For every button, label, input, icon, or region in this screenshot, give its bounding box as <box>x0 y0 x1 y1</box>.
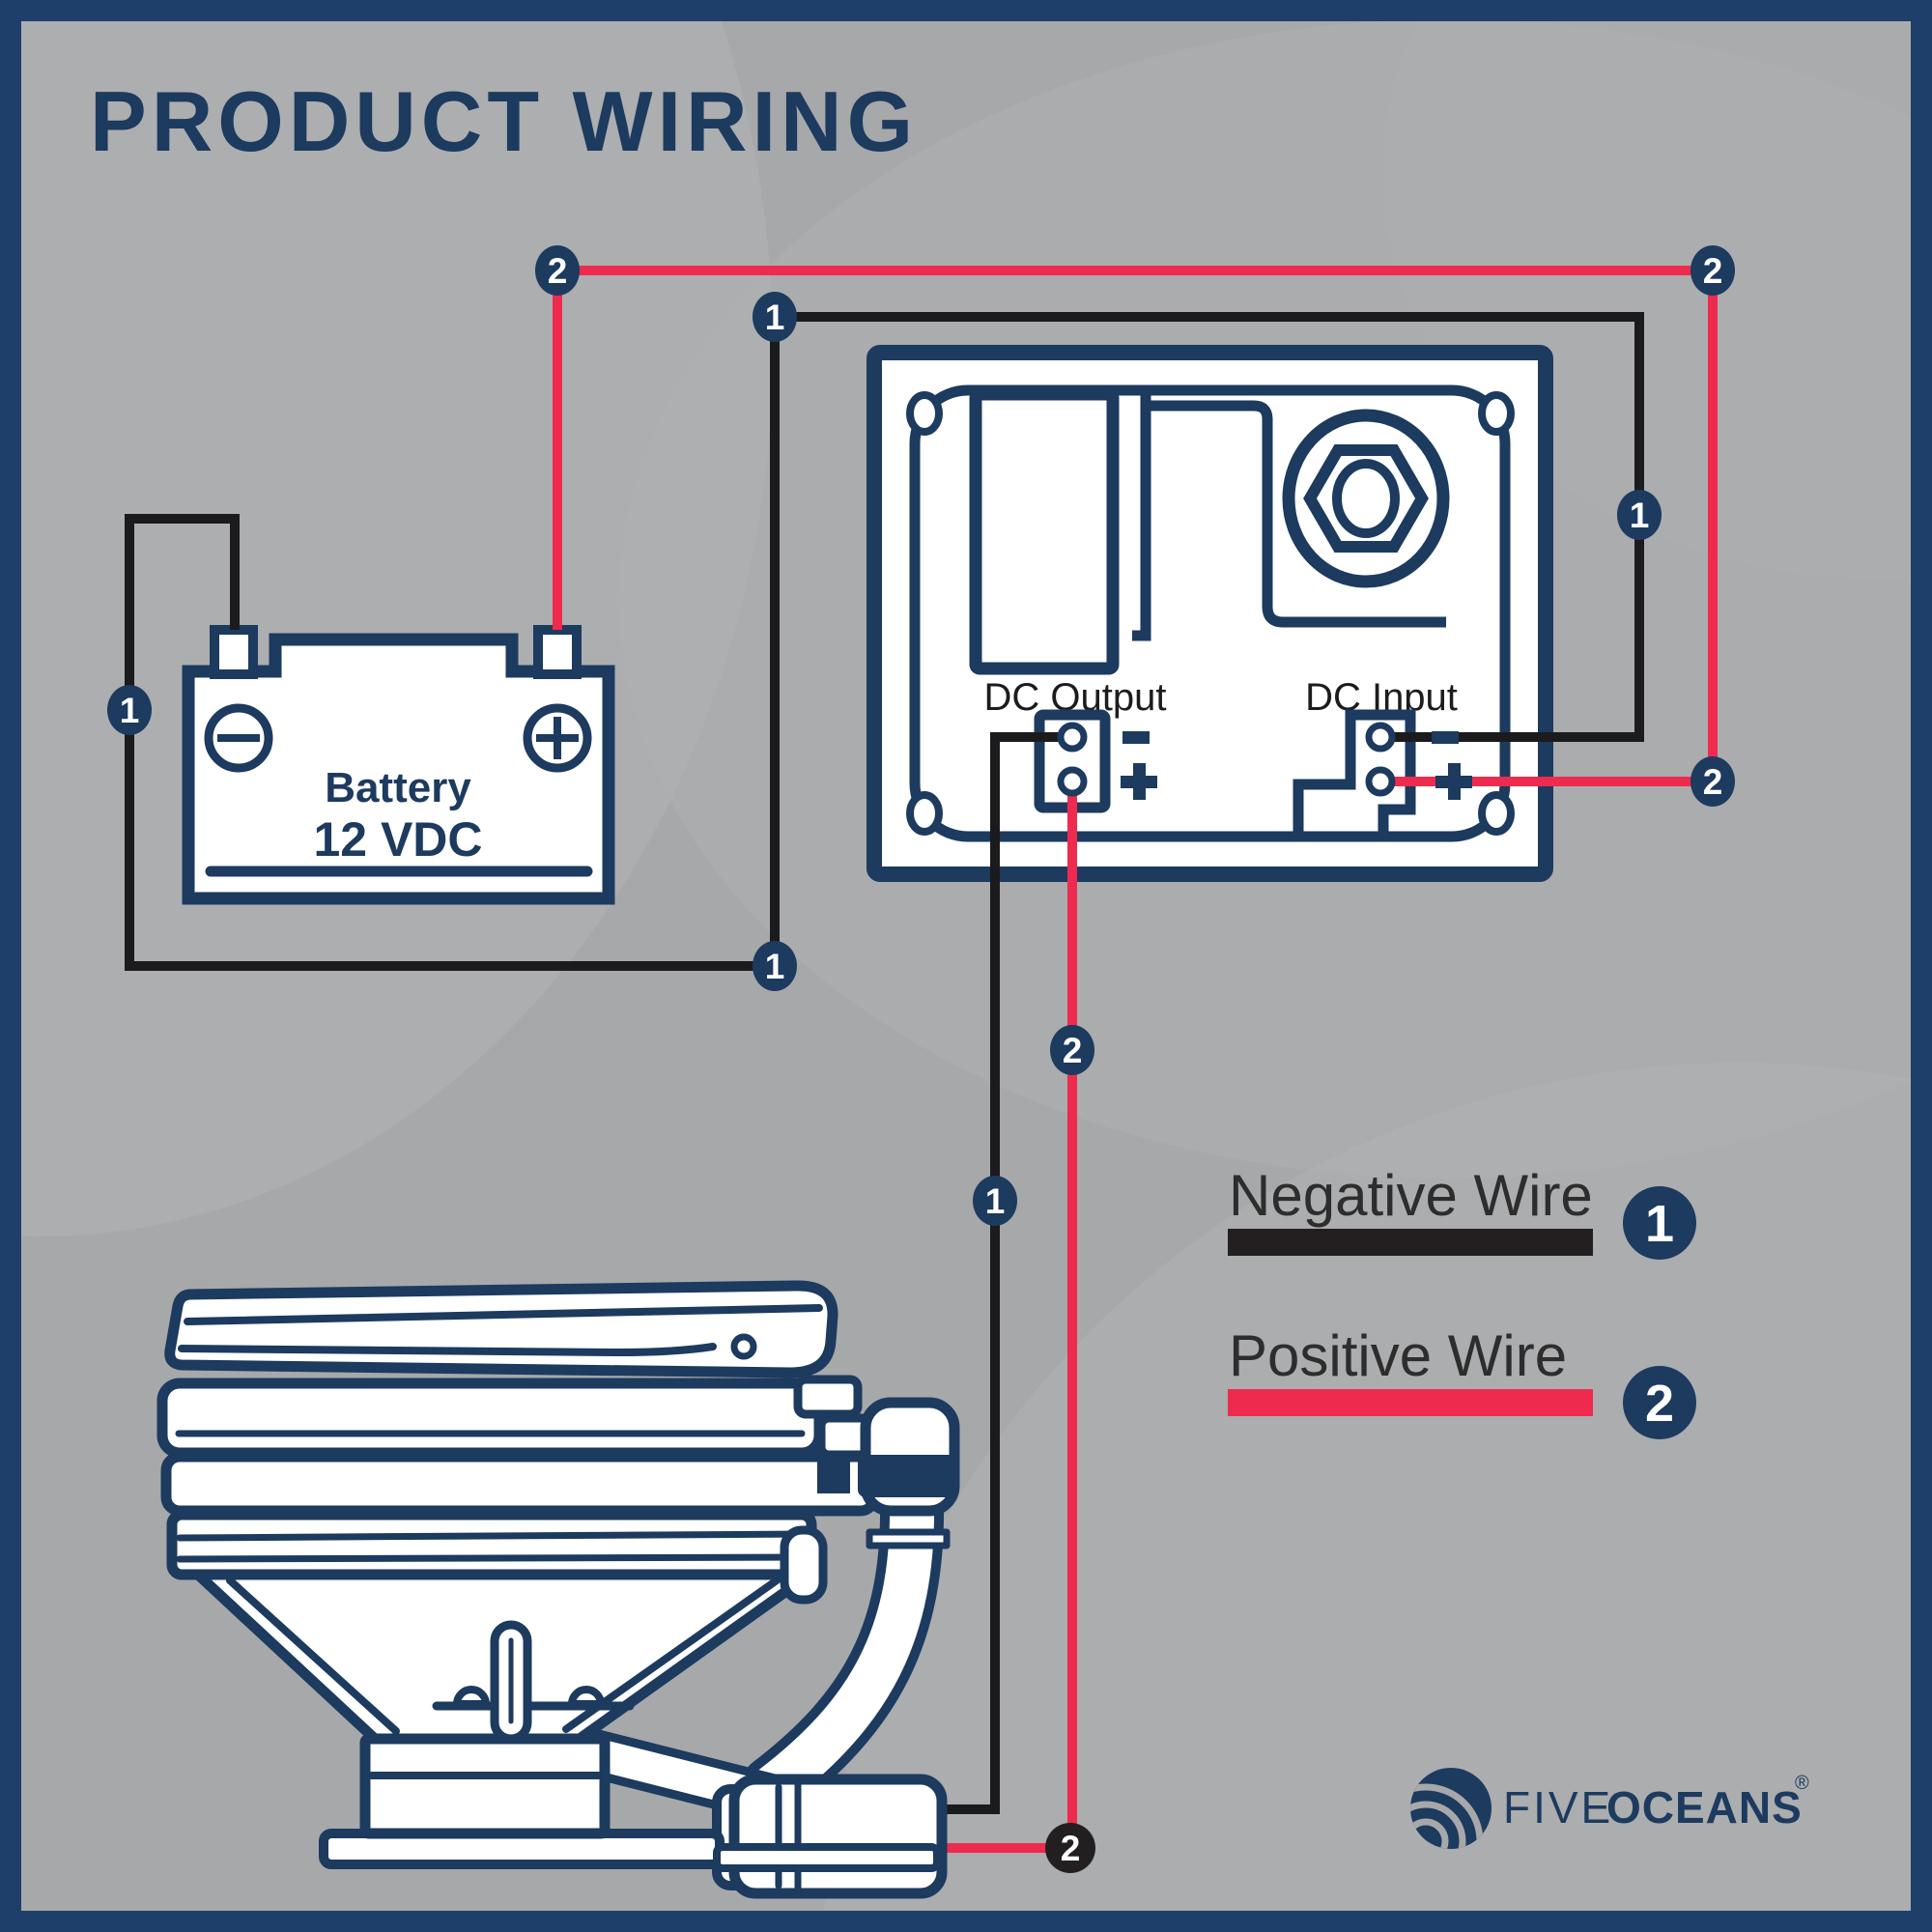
battery-positive-post <box>533 625 582 679</box>
screw-icon <box>906 791 943 836</box>
wire-marker-badges: 1 1 1 1 2 2 2 2 <box>107 245 1735 1873</box>
terminal-pins <box>1057 722 1396 797</box>
toilet-lid <box>164 1280 838 1378</box>
battery-voltage-label: 12 VDC <box>313 812 482 867</box>
discharge-hose <box>751 1481 935 1809</box>
svg-text:2: 2 <box>1703 251 1723 291</box>
toilet-seat <box>156 1378 825 1459</box>
pump-base-plate <box>713 1843 941 1872</box>
output-plus-symbol-vertical <box>1133 763 1146 800</box>
minus-terminal-icon <box>204 703 273 773</box>
screw-hole-icons <box>906 391 1515 836</box>
logo-registered-mark: ® <box>1795 1773 1809 1794</box>
five-oceans-logo: FIVE OCEANS ® <box>1410 1768 1809 1849</box>
badge-negative-top-corner: 1 <box>753 292 797 342</box>
input-plus-pin <box>1365 766 1396 797</box>
legend-negative-badge <box>1623 1186 1696 1260</box>
legend: Negative Wire 1 Positive Wire 2 <box>1228 1163 1696 1439</box>
legend-negative-swatch <box>1228 1229 1593 1256</box>
input-minus-symbol <box>1432 731 1459 744</box>
screw-icon <box>1478 391 1515 436</box>
pedestal <box>359 1733 611 1839</box>
svg-text:1: 1 <box>120 691 140 730</box>
hose-clamp <box>858 1455 958 1497</box>
relay-component <box>969 387 1120 675</box>
seat-hinge-tab <box>793 1375 863 1419</box>
svg-text:1: 1 <box>1645 1195 1674 1253</box>
legend-positive-badge <box>1623 1366 1696 1439</box>
svg-text:2: 2 <box>1063 1031 1083 1070</box>
svg-text:2: 2 <box>548 251 568 291</box>
output-minus-pin <box>1057 722 1088 753</box>
elbow-bracket <box>817 1451 850 1493</box>
polarity-symbols <box>1121 731 1472 800</box>
screw-icon <box>906 391 943 436</box>
badge-pump-positive-corner: 2 <box>1045 1823 1095 1873</box>
bowl-rim-band <box>166 1509 817 1580</box>
svg-text:1: 1 <box>765 947 785 986</box>
output-minus-symbol <box>1122 731 1150 744</box>
negative-wire-output-to-pump <box>943 732 1072 1814</box>
badge-positive-output-mid: 2 <box>1050 1025 1094 1075</box>
logo-text-five: FIVE <box>1503 1782 1613 1833</box>
svg-text:1: 1 <box>765 298 785 337</box>
badge-negative-bottom-corner: 1 <box>753 941 797 991</box>
hex-nut-icon <box>1282 409 1450 588</box>
rim-right-tab <box>780 1525 828 1605</box>
svg-text:2: 2 <box>1061 1829 1081 1868</box>
input-minus-pin <box>1365 722 1396 753</box>
lid-line <box>178 1343 717 1356</box>
control-panel-inner-frame <box>909 384 1511 842</box>
battery-label: Battery <box>325 764 471 811</box>
legend-positive-swatch <box>1228 1389 1593 1416</box>
badge-positive-input-corner: 2 <box>1690 756 1735 807</box>
control-panel: DC Output DC Input <box>867 345 1553 882</box>
logo-text-oceans: OCEANS <box>1606 1782 1803 1833</box>
legend-negative-label: Negative Wire <box>1229 1163 1593 1228</box>
page-title: PRODUCT WIRING <box>90 73 918 169</box>
svg-text:1: 1 <box>985 1181 1006 1221</box>
circuit-traces <box>1132 390 1446 641</box>
marine-toilet-illustration <box>156 1280 960 1899</box>
plus-terminal-icon <box>523 703 592 773</box>
badge-positive-top-left: 2 <box>535 245 580 296</box>
battery: Battery 12 VDC <box>182 625 615 905</box>
badge-positive-top-right: 2 <box>1690 245 1735 296</box>
badge-battery-negative-left: 1 <box>107 685 152 735</box>
svg-text:1: 1 <box>1630 496 1650 535</box>
lid-line <box>184 1304 823 1325</box>
legend-positive-label: Positive Wire <box>1229 1323 1567 1388</box>
ceramic-rim <box>160 1451 880 1517</box>
input-plus-symbol-vertical <box>1448 763 1461 800</box>
lid-hinge-pin-icon <box>730 1333 757 1360</box>
svg-text:2: 2 <box>1703 762 1723 802</box>
mount-bolt-icon <box>453 1686 490 1708</box>
badge-negative-output-mid: 1 <box>973 1176 1017 1226</box>
screw-icon <box>1478 791 1515 836</box>
funnel-inner-line-left <box>226 1577 400 1735</box>
pump-body <box>728 1774 948 1899</box>
rim-band-line <box>176 1553 810 1563</box>
output-plus-pin <box>1057 766 1088 797</box>
badge-negative-right-drop: 1 <box>1617 490 1662 540</box>
svg-text:2: 2 <box>1645 1375 1674 1433</box>
hose-joint-band <box>866 1528 951 1549</box>
mount-bolt-icon <box>568 1686 605 1708</box>
battery-negative-post <box>210 625 258 679</box>
rim-band-line <box>176 1530 810 1542</box>
